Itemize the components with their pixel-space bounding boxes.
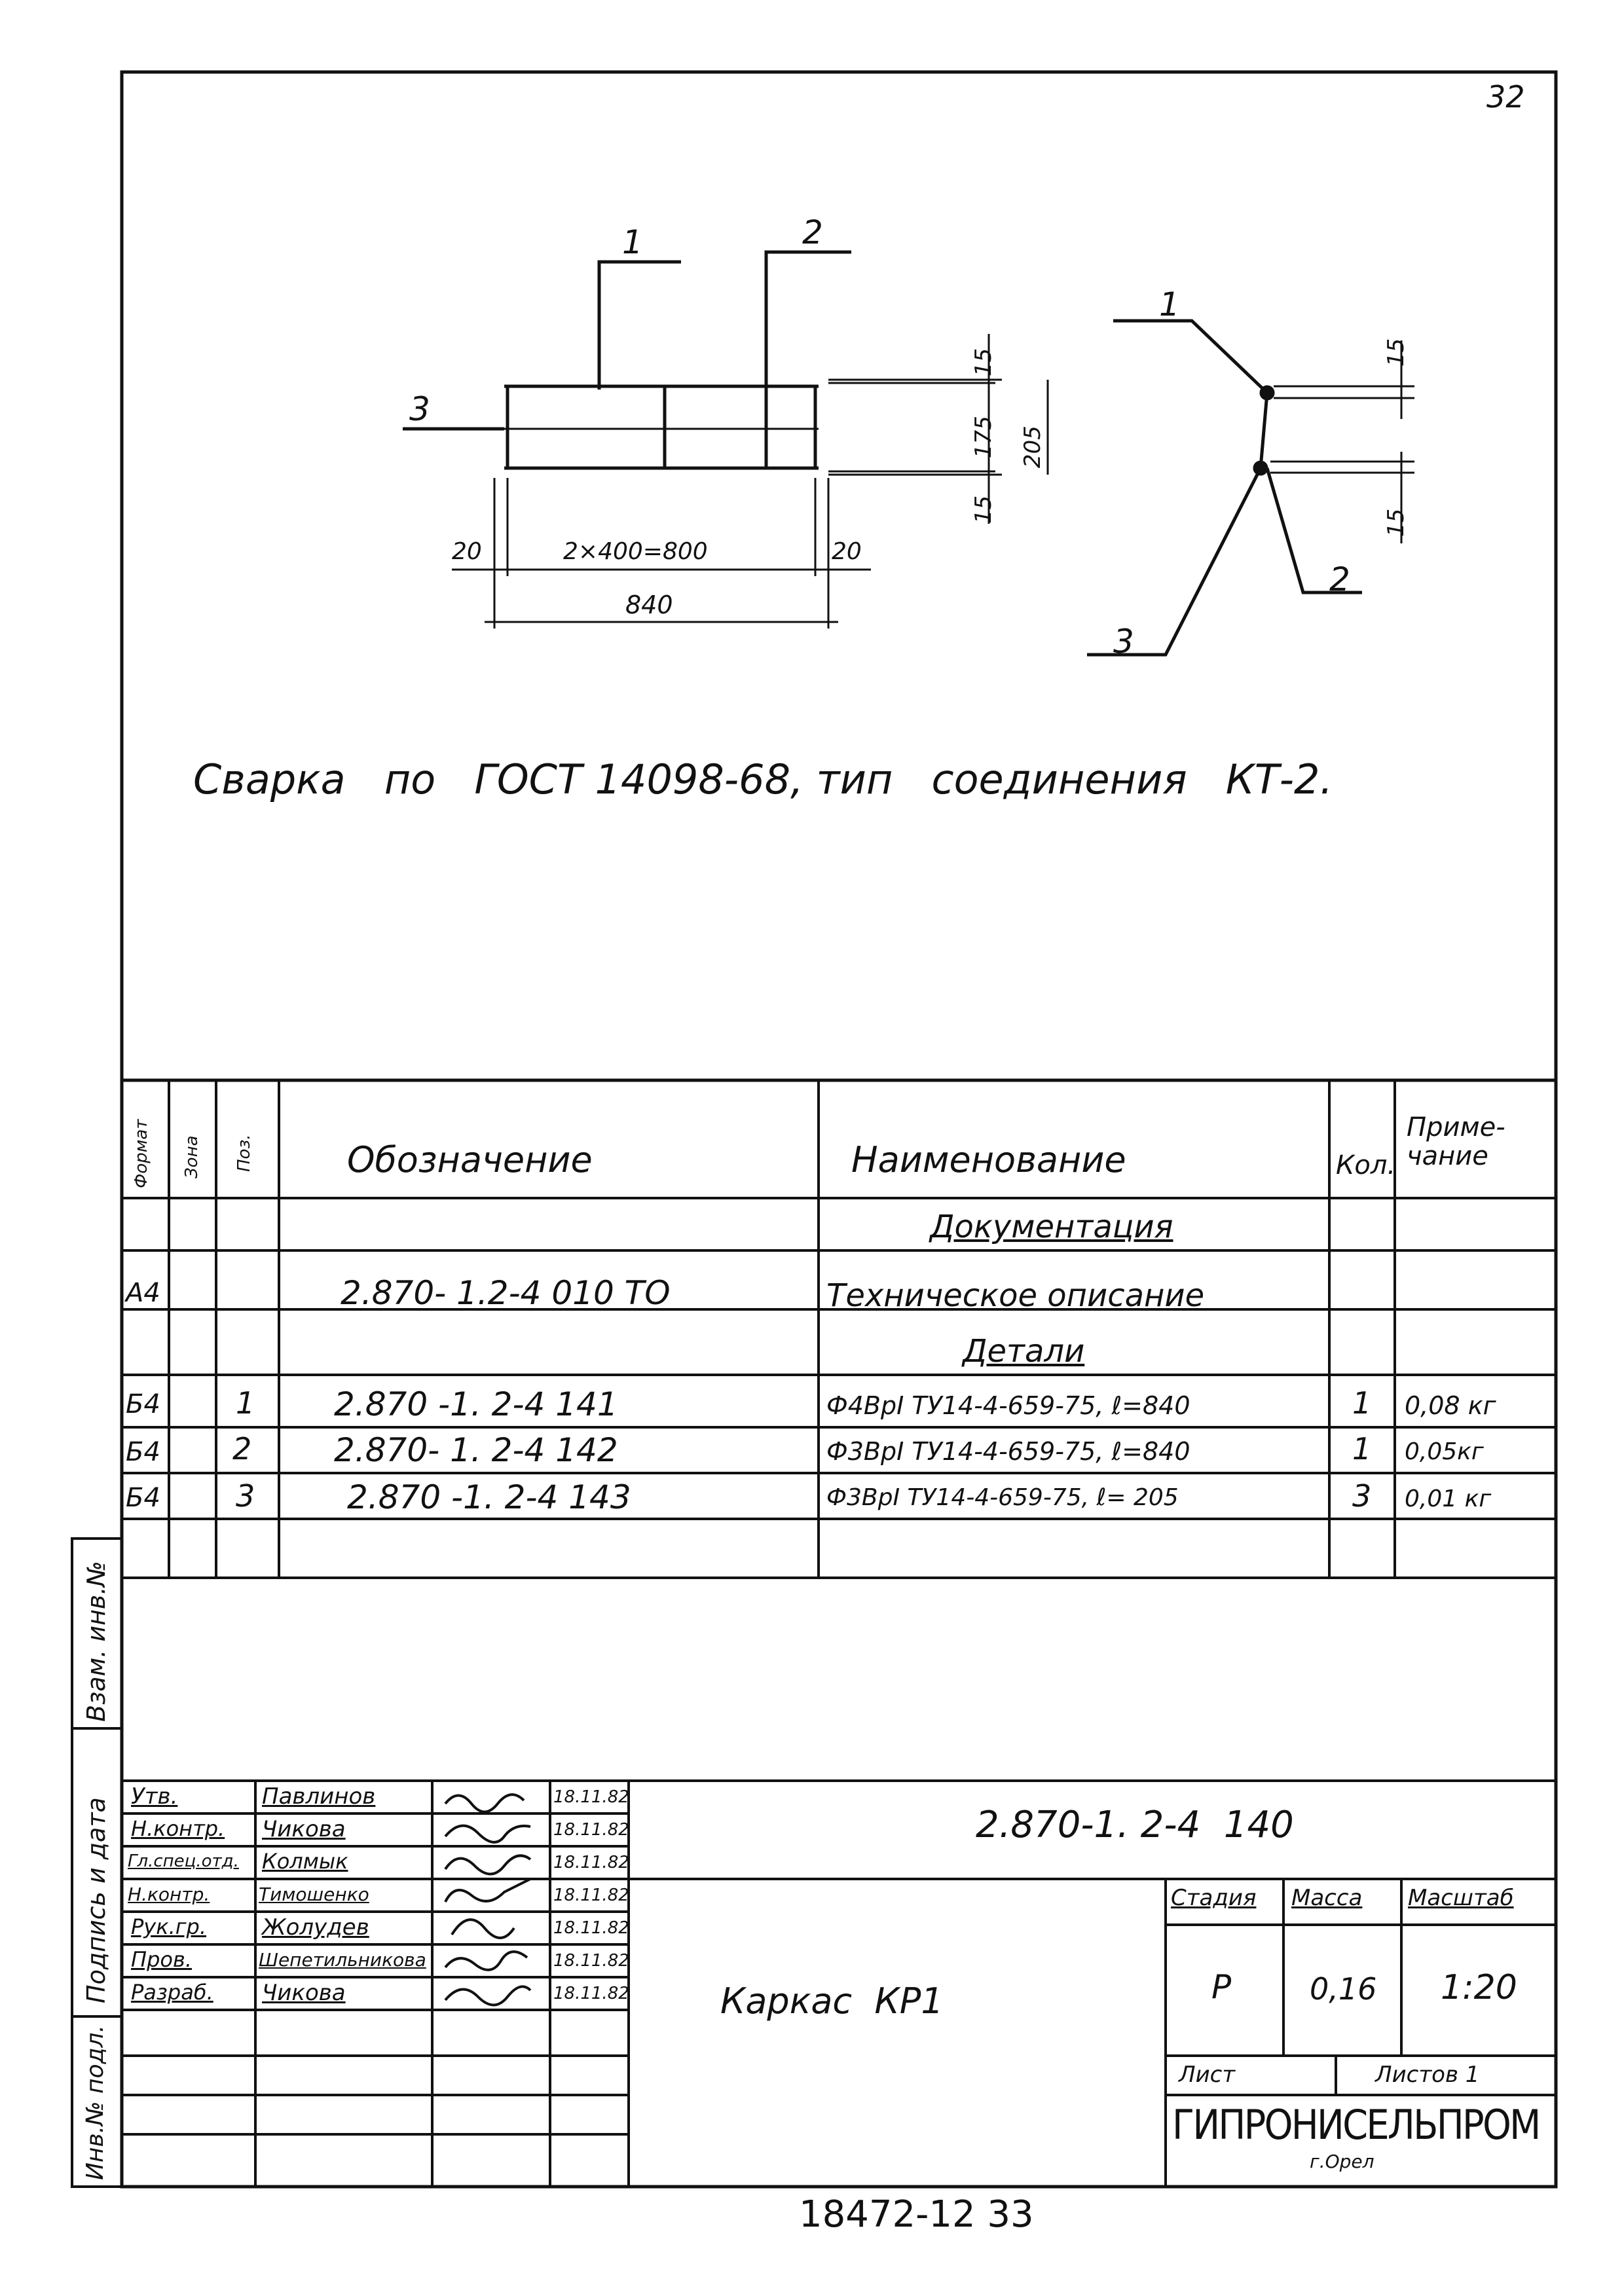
sig-role: Разраб. bbox=[131, 1980, 213, 2005]
row-1-name: Техническое описание bbox=[826, 1277, 1205, 1314]
header-note: Приме- чание bbox=[1407, 1112, 1505, 1171]
callout-2-left: 2 bbox=[802, 213, 823, 251]
organization: ГИПРОНИСЕЛЬПРОМ bbox=[1172, 2101, 1541, 2149]
row-4-name: Ф3ВрI ТУ14-4-659-75, ℓ= 205 bbox=[826, 1484, 1179, 1511]
sig-role: Н.контр. bbox=[128, 1884, 210, 1905]
sig-name: Колмык bbox=[262, 1849, 348, 1874]
sig-date: 18.11.82 bbox=[553, 1787, 629, 1807]
row-3-qty: 1 bbox=[1352, 1431, 1372, 1467]
weld-note: Сварка по ГОСТ 14098-68, тип соединения … bbox=[193, 756, 1333, 803]
row-3-pos: 2 bbox=[232, 1431, 252, 1467]
row-3-name: Ф3ВрI ТУ14-4-659-75, ℓ=840 bbox=[826, 1437, 1190, 1466]
row-2-pos: 1 bbox=[236, 1385, 255, 1421]
row-2-name: Ф4ВрI ТУ14-4-659-75, ℓ=840 bbox=[826, 1391, 1190, 1420]
sig-name: Шепетильникова bbox=[259, 1949, 426, 1971]
row-1-designation: 2.870- 1.2-4 010 ТО bbox=[341, 1274, 671, 1312]
footer-code: 18472-12 33 bbox=[799, 2193, 1034, 2236]
drawing-title: Каркас КР1 bbox=[720, 1980, 944, 2022]
dim-end-left: 20 bbox=[452, 538, 482, 565]
sig-role: Гл.спец.отд. bbox=[128, 1851, 239, 1871]
frame-section bbox=[1087, 319, 1414, 657]
sig-date: 18.11.82 bbox=[553, 1951, 629, 1971]
callout-1-right: 1 bbox=[1159, 285, 1180, 323]
sig-role: Н.контр. bbox=[131, 1816, 225, 1841]
sheets-label: Листов 1 bbox=[1375, 2062, 1480, 2088]
sheet-number: 32 bbox=[1486, 79, 1525, 115]
callout-2-right: 2 bbox=[1329, 560, 1350, 598]
header-designation: Обозначение bbox=[347, 1139, 593, 1180]
row-4-format: Б4 bbox=[126, 1483, 160, 1513]
row-4-qty: 3 bbox=[1352, 1478, 1372, 1514]
mass-value: 0,16 bbox=[1310, 1971, 1377, 2007]
sig-role: Утв. bbox=[131, 1783, 178, 1810]
callout-3-left: 3 bbox=[409, 390, 430, 428]
row-4-note: 0,01 кг bbox=[1405, 1485, 1492, 1512]
sig-date: 18.11.82 bbox=[553, 1853, 629, 1872]
callout-1-left: 1 bbox=[622, 223, 643, 261]
sig-name: Тимошенко bbox=[259, 1884, 369, 1905]
sig-date: 18.11.82 bbox=[553, 1984, 629, 2003]
row-2-note: 0,08 кг bbox=[1405, 1391, 1496, 1420]
stage-value: Р bbox=[1211, 1968, 1232, 2006]
sig-date: 18.11.82 bbox=[553, 1886, 629, 1905]
sig-role: Рук.гр. bbox=[131, 1914, 207, 1939]
organization-city: г.Орел bbox=[1310, 2151, 1375, 2172]
sig-name: Чикова bbox=[262, 1980, 346, 2006]
section-parts: Детали bbox=[963, 1333, 1085, 1370]
mass-label: Масса bbox=[1291, 1885, 1363, 1911]
sig-role: Пров. bbox=[131, 1947, 192, 1972]
row-3-note: 0,05кг bbox=[1405, 1438, 1484, 1465]
scale-label: Масштаб bbox=[1408, 1885, 1514, 1911]
header-name: Наименование bbox=[851, 1139, 1126, 1180]
sig-name: Жолудев bbox=[262, 1914, 369, 1941]
row-2-format: Б4 bbox=[126, 1389, 160, 1419]
header-qty: Кол. bbox=[1336, 1150, 1396, 1180]
row-2-qty: 1 bbox=[1352, 1385, 1372, 1421]
row-4-pos: 3 bbox=[236, 1478, 255, 1514]
sig-date: 18.11.82 bbox=[553, 1918, 629, 1938]
sig-name: Чикова bbox=[262, 1816, 346, 1842]
row-4-designation: 2.870 -1. 2-4 143 bbox=[347, 1478, 631, 1516]
row-1-format: А4 bbox=[126, 1278, 160, 1308]
stage-label: Стадия bbox=[1171, 1885, 1257, 1911]
sig-date: 18.11.82 bbox=[553, 1820, 629, 1840]
scale-value: 1:20 bbox=[1441, 1968, 1517, 2007]
dim-overall: 840 bbox=[625, 591, 673, 619]
sig-name: Павлинов bbox=[262, 1783, 376, 1810]
row-3-format: Б4 bbox=[126, 1437, 160, 1467]
frame-elevation bbox=[403, 250, 1049, 629]
dim-end-right: 20 bbox=[832, 538, 862, 565]
doc-code: 2.870-1. 2-4 140 bbox=[976, 1804, 1294, 1846]
row-2-designation: 2.870 -1. 2-4 141 bbox=[334, 1385, 618, 1423]
callout-3-right: 3 bbox=[1113, 623, 1134, 661]
row-3-designation: 2.870- 1. 2-4 142 bbox=[334, 1431, 618, 1469]
section-docs: Документация bbox=[930, 1209, 1173, 1245]
dim-middle: 2×400=800 bbox=[563, 538, 708, 565]
sheet-label: Лист bbox=[1179, 2062, 1236, 2088]
